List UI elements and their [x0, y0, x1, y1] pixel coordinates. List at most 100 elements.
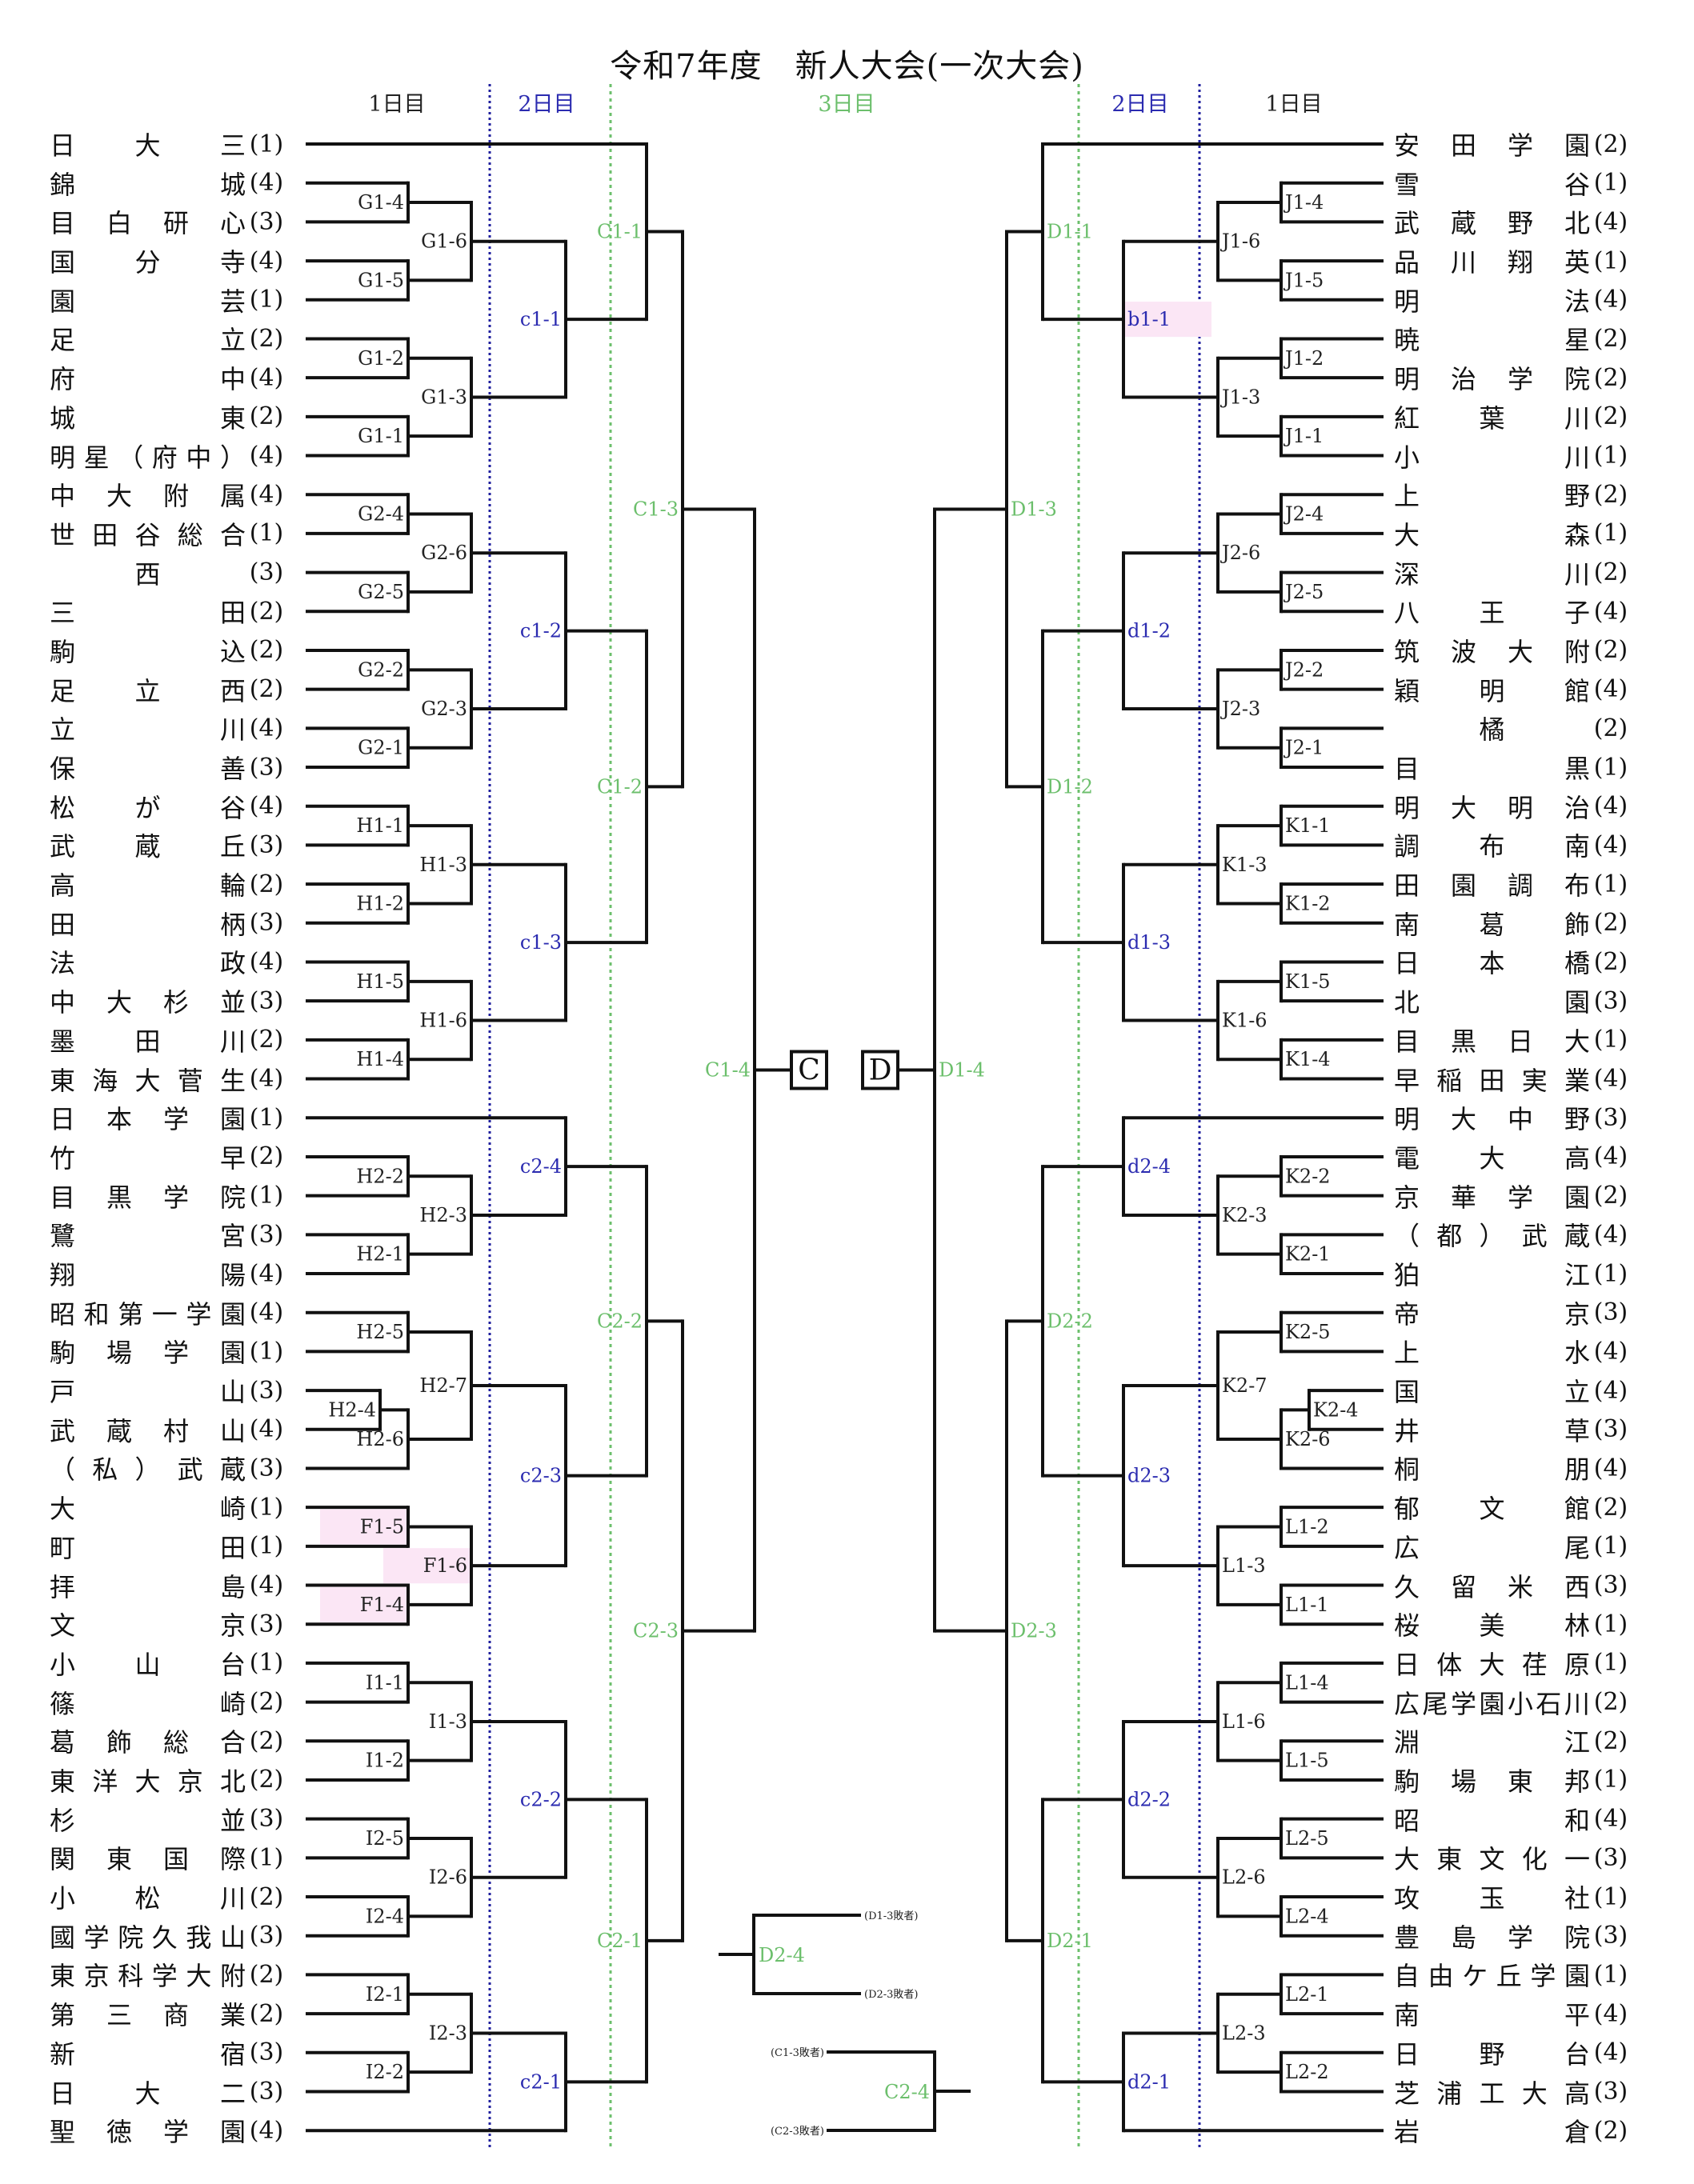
team-name-char: 場	[106, 1338, 132, 1369]
team-row: 杉 並(3)	[50, 1802, 287, 1837]
match-H2-4: H2-4	[306, 1389, 382, 1431]
team-row: 日 大 二(3)	[50, 2074, 287, 2110]
team-row: 紅 葉 川(2)	[1394, 399, 1632, 434]
day3-header: 3日目	[818, 92, 875, 117]
match-J1-6: J1-6	[1216, 201, 1281, 282]
match-label: L2-2	[1285, 2061, 1329, 2083]
team-row: 日 野 台(4)	[1394, 2035, 1632, 2070]
team-name: 芝浦工大高	[1394, 2074, 1590, 2110]
team-name-char: 川	[1564, 402, 1590, 434]
team-name: 明治学院	[1394, 359, 1590, 396]
match-label: K1-4	[1285, 1048, 1331, 1070]
team-name: 新 宿	[50, 2034, 246, 2071]
match-G2-5: G2-5	[306, 570, 410, 614]
team-name-char: 体	[1436, 1649, 1463, 1680]
team-name-char: 属	[219, 481, 246, 512]
team-row: 橘 (2)	[1394, 710, 1632, 746]
match-d2-4: d2-4	[1122, 1116, 1384, 1217]
highlight-box	[1123, 302, 1211, 338]
team-name-char: 明	[50, 442, 76, 473]
team-row: 京華学園(2)	[1394, 1178, 1632, 1214]
match-label: J1-2	[1283, 347, 1324, 370]
team-name-char: 際	[219, 1844, 246, 1875]
team-name-char: 崎	[219, 1494, 246, 1525]
team-name-char: 武	[50, 1415, 76, 1446]
team-name-char: 大	[50, 1494, 76, 1525]
team-name: 中大杉並	[50, 982, 246, 1019]
match-d2-2: d2-2	[1122, 1719, 1218, 1879]
team-seed: (4)	[249, 1415, 284, 1444]
team-name-char: 大	[1479, 1649, 1505, 1680]
team-name: 錦 城	[50, 165, 246, 202]
team-seed: (1)	[249, 1649, 284, 1678]
team-name-char: 学	[162, 2117, 189, 2148]
team-name-char: 尾	[1564, 1532, 1590, 1563]
team-seed: (1)	[249, 1337, 284, 1366]
match-I2-2: I2-2	[306, 2050, 410, 2094]
match-label: H2-2	[356, 1165, 404, 1187]
team-name-char: 山	[134, 1649, 161, 1680]
team-name-char: 城	[50, 402, 76, 434]
team-name: 穎 明 館	[1394, 671, 1590, 708]
team-row: 自由ケ丘学園(1)	[1394, 1957, 1632, 1992]
team-seed: (2)	[249, 597, 284, 626]
team-name-char: 本	[1479, 948, 1505, 979]
team-name-char: 調	[1394, 831, 1420, 862]
match-label: K2-1	[1285, 1243, 1331, 1266]
match-J2-5: J2-5	[1280, 570, 1384, 614]
team-name-char: 八	[1394, 598, 1420, 629]
match-d1-2: d1-2	[1122, 551, 1218, 711]
team-seed: (1)	[1593, 169, 1628, 198]
team-name-char: 松	[50, 792, 76, 823]
team-name: 足 立 西	[50, 671, 246, 708]
team-name-char: 豊	[1394, 1922, 1420, 1953]
team-seed: (3)	[249, 909, 284, 938]
team-row: 国 立(4)	[1394, 1373, 1632, 1408]
team-name-char: 紅	[1394, 402, 1420, 434]
team-seed: (3)	[249, 1805, 284, 1834]
match-label: G1-5	[358, 269, 404, 291]
match-L1-6: L1-6	[1216, 1681, 1281, 1762]
match-c2-3: c2-3	[471, 1383, 567, 1568]
team-name-char: 並	[219, 1805, 246, 1836]
team-name: 武蔵村山	[50, 1411, 246, 1448]
team-name: 武 蔵 丘	[50, 826, 246, 863]
team-name-char: 橘	[1479, 714, 1505, 746]
team-seed: (4)	[249, 792, 284, 821]
team-name-char: 荏	[1521, 1649, 1548, 1680]
team-name-char: 川	[219, 1883, 246, 1914]
team-seed: (3)	[249, 1922, 284, 1950]
team-name-char: 学	[151, 1961, 178, 1992]
team-name: 岩 倉	[1394, 2112, 1590, 2149]
team-seed: (2)	[249, 1999, 284, 2028]
match-D1-3: D1-3	[1005, 230, 1057, 789]
team-name: 西	[50, 554, 246, 591]
team-name-char: 陽	[219, 1260, 246, 1290]
match-label: H2-4	[328, 1398, 376, 1421]
team-row: 八 王 子(4)	[1394, 594, 1632, 629]
team-name-char: 朋	[1564, 1454, 1590, 1486]
match-label: L1-1	[1285, 1594, 1329, 1616]
match-K2-7: K2-7	[1216, 1330, 1281, 1441]
match-c1-1: c1-1	[471, 239, 567, 399]
team-name: 文 京	[50, 1606, 246, 1642]
match-label: H2-1	[356, 1243, 404, 1266]
team-name: 戸 山	[50, 1372, 246, 1409]
team-name-char: 北	[1564, 208, 1590, 239]
match-I2-3: I2-3	[408, 1992, 473, 2074]
team-seed: (2)	[249, 402, 284, 431]
match-label: I1-2	[366, 1750, 404, 1772]
match-label: K2-6	[1285, 1428, 1331, 1450]
team-name-char: 目	[50, 208, 76, 239]
match-D1-1: D1-1	[1041, 142, 1384, 322]
team-name: 電 大 高	[1394, 1138, 1590, 1175]
match-G1-1: G1-1	[306, 414, 410, 458]
team-name-char: 広	[1394, 1688, 1420, 1719]
team-name: 北 園	[1394, 982, 1590, 1019]
match-C1-4: C1-4	[683, 507, 756, 1633]
page-title: 令和7年度 新人大会(一次大会)	[610, 48, 1084, 85]
match-G1-2: G1-2	[306, 337, 410, 380]
team-name-char: 並	[219, 987, 246, 1018]
match-H2-1: H2-1	[306, 1233, 410, 1276]
team-seed: (2)	[1593, 909, 1628, 938]
